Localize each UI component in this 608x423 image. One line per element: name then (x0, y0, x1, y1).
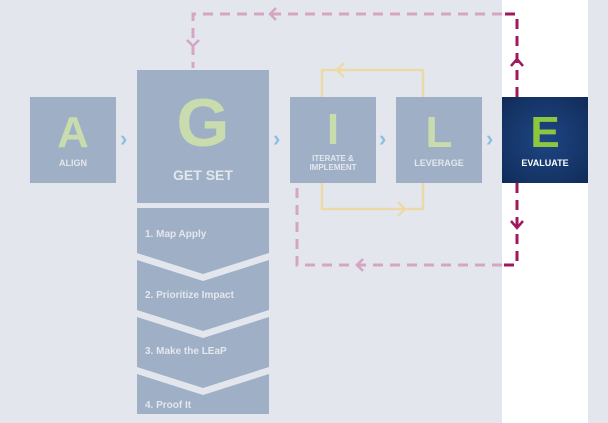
feedback-loop-faded (191, 12, 502, 267)
top-left-arrow-icon (268, 7, 277, 21)
stage-label: LEVERAGE (414, 158, 464, 169)
step-map-apply: 1. Map Apply (145, 228, 207, 240)
chevron-right-icon: › (379, 126, 387, 151)
stage-iterate: I ITERATE & IMPLEMENT (290, 97, 376, 183)
bottom-left-arrow-icon (355, 258, 364, 272)
down-arrow-icon-strong (510, 220, 524, 230)
step-chevrons (137, 208, 269, 414)
stage-letter: G (176, 85, 230, 162)
stage-get-set: G GET SET (137, 70, 269, 203)
step-shape-1 (137, 208, 269, 274)
loop-bottom-arrow-icon (397, 201, 407, 217)
stage-letter: A (57, 108, 89, 158)
stage-label: ALIGN (59, 158, 87, 169)
stage-evaluate: E EVALUATE (502, 97, 588, 183)
up-arrow-icon (510, 57, 524, 67)
loop-top-arrow-icon (335, 62, 345, 78)
stage-letter: E (530, 108, 560, 158)
chevron-right-icon: › (120, 126, 128, 151)
evaluate-down-line (500, 183, 519, 267)
step-shape-4 (137, 374, 269, 414)
feedback-loop-strong (500, 12, 519, 267)
down-arrow-icon (186, 39, 200, 48)
bottom-feedback-line (295, 183, 502, 267)
iterate-leverage-loop (320, 62, 425, 217)
stage-letter: L (425, 108, 453, 158)
step-make-the-leap: 3. Make the LEaP (145, 345, 227, 357)
stage-letter: I (326, 104, 340, 154)
step-shape-3 (137, 317, 269, 388)
stage-align: A ALIGN (30, 97, 116, 183)
stage-label: ITERATE & IMPLEMENT (309, 153, 357, 172)
chevron-right-icon: › (273, 126, 281, 151)
stage-leverage: L LEVERAGE (396, 97, 482, 183)
step-prioritize-impact: 2. Prioritize Impact (145, 289, 234, 301)
loop-top-line (320, 68, 425, 97)
chevron-right-icon: › (486, 126, 494, 151)
stage-label: EVALUATE (521, 158, 569, 169)
step-shape-2 (137, 260, 269, 331)
right-margin (588, 0, 608, 423)
evaluate-up-line (500, 12, 519, 97)
top-feedback-line (191, 12, 502, 68)
loop-bottom-line (320, 183, 425, 211)
stage-label: GET SET (173, 167, 233, 184)
step-proof-it: 4. Proof It (145, 399, 192, 411)
